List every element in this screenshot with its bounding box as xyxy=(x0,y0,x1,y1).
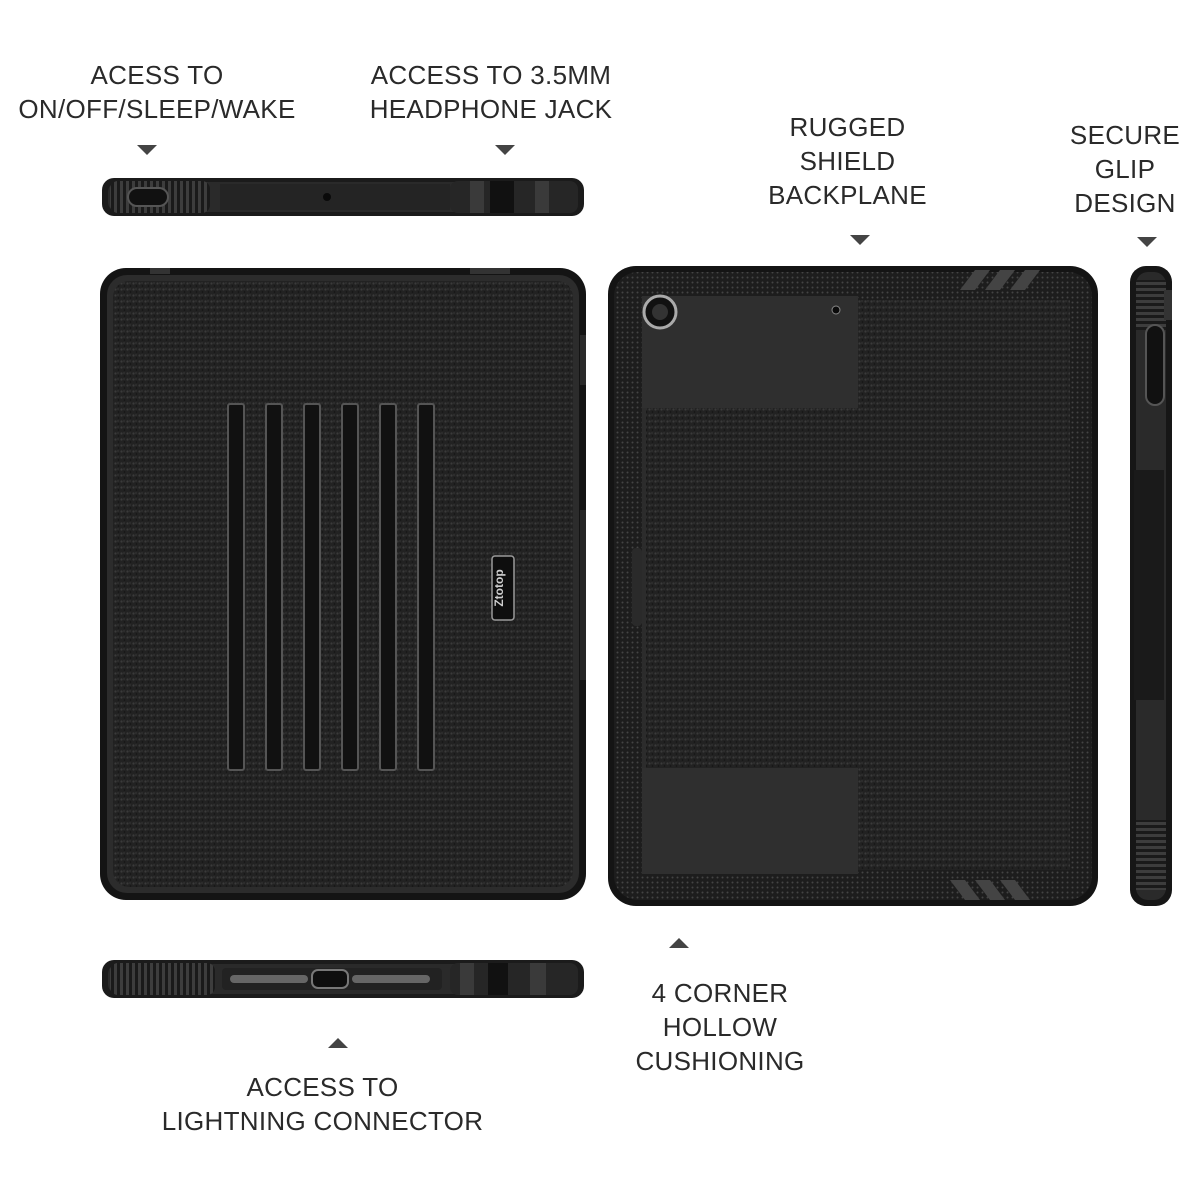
backplane-label-line1: RUGGED xyxy=(789,112,906,142)
brand-logo-text: Ztotop xyxy=(492,569,506,606)
brand-logo-plate xyxy=(491,555,515,621)
lightning-label-line1: ACCESS TO xyxy=(246,1072,399,1102)
cushioning-arrow xyxy=(669,938,689,948)
headphone-arrow xyxy=(495,145,515,155)
grip-label: SECURE GLIP DESIGN xyxy=(1060,118,1190,220)
lightning-label: ACCESS TO LIGHTNING CONNECTOR xyxy=(155,1070,490,1138)
grip-label-line3: DESIGN xyxy=(1074,188,1176,218)
top-edge-view xyxy=(102,178,584,216)
front-view xyxy=(608,266,1098,906)
power-label: ACESS TO ON/OFF/SLEEP/WAKE xyxy=(10,58,304,126)
lightning-port-cutout xyxy=(311,969,349,989)
cushioning-label-line2: HOLLOW xyxy=(662,1012,778,1042)
power-arrow xyxy=(137,145,157,155)
volume-button-cutout xyxy=(1145,324,1165,406)
lightning-arrow xyxy=(328,1038,348,1048)
grip-label-line2: GLIP xyxy=(1094,154,1156,184)
cushioning-label: 4 CORNER HOLLOW CUSHIONING xyxy=(630,976,810,1078)
bottom-edge-view xyxy=(102,960,584,998)
back-view: Ztotop xyxy=(100,268,586,900)
cushioning-label-line1: 4 CORNER xyxy=(651,978,789,1008)
lightning-label-line2: LIGHTNING CONNECTOR xyxy=(161,1106,484,1136)
side-edge-view xyxy=(1130,266,1172,906)
backplane-arrow xyxy=(850,235,870,245)
backplane-label-line3: BACKPLANE xyxy=(768,180,927,210)
grip-bars xyxy=(227,403,435,771)
headphone-label: ACCESS TO 3.5MM HEADPHONE JACK xyxy=(362,58,620,126)
grip-label-line1: SECURE xyxy=(1069,120,1181,150)
backplane-label: RUGGED SHIELD BACKPLANE xyxy=(760,110,935,212)
headphone-jack-hole xyxy=(323,193,331,201)
power-button-cutout xyxy=(127,187,169,207)
power-label-line1: ACESS TO xyxy=(90,60,224,90)
headphone-label-line1: ACCESS TO 3.5MM xyxy=(370,60,612,90)
cushioning-label-line3: CUSHIONING xyxy=(635,1046,805,1076)
backplane-label-line2: SHIELD xyxy=(799,146,896,176)
headphone-label-line2: HEADPHONE JACK xyxy=(369,94,613,124)
power-label-line2: ON/OFF/SLEEP/WAKE xyxy=(18,94,296,124)
grip-arrow xyxy=(1137,237,1157,247)
